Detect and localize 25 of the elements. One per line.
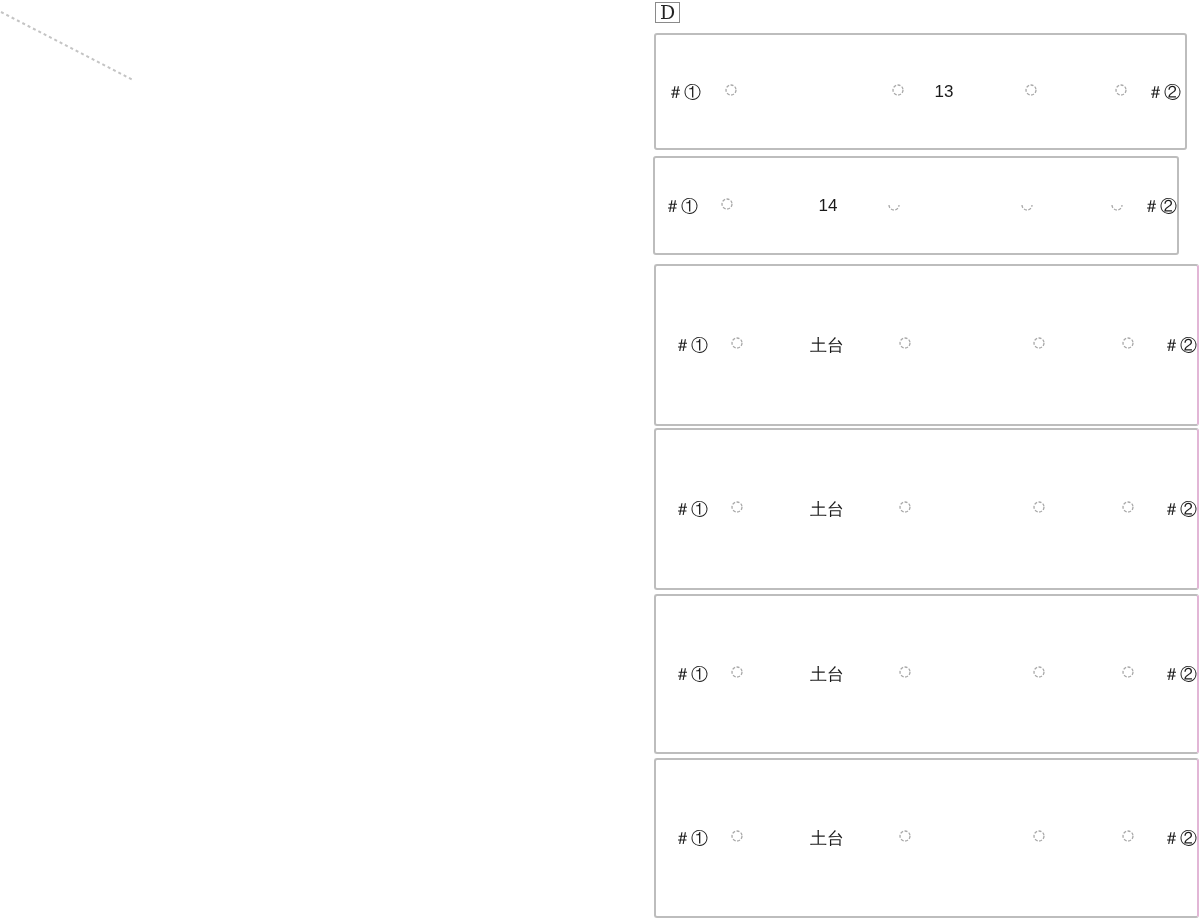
panel-box [654, 594, 1199, 754]
panel-label: 13 [934, 81, 954, 102]
end-mark-label: ＃② [1163, 664, 1197, 684]
panel-box [654, 264, 1199, 426]
panel-label: 土台 [810, 499, 844, 519]
end-mark-label: ＃② [1163, 335, 1197, 355]
panel-box [653, 156, 1179, 255]
panel-box [654, 33, 1187, 150]
end-mark-label: ＃② [1163, 499, 1197, 519]
end-mark-label: ＃② [1147, 81, 1181, 102]
end-mark-label: ＃① [664, 195, 698, 216]
end-mark-label: ＃① [674, 335, 708, 355]
end-mark-label: ＃① [674, 499, 708, 519]
panel-label: 土台 [810, 664, 844, 684]
panel-label: 14 [818, 195, 838, 216]
panel-box [654, 428, 1199, 590]
letter-box: D [655, 2, 680, 23]
end-mark-label: ＃② [1143, 195, 1177, 216]
panel-box [654, 758, 1199, 918]
end-mark-label: ＃① [674, 828, 708, 848]
end-mark-label: ＃① [667, 81, 701, 102]
panel-label: 土台 [810, 828, 844, 848]
panel-label: 土台 [810, 335, 844, 355]
end-mark-label: ＃① [674, 664, 708, 684]
end-mark-label: ＃② [1163, 828, 1197, 848]
